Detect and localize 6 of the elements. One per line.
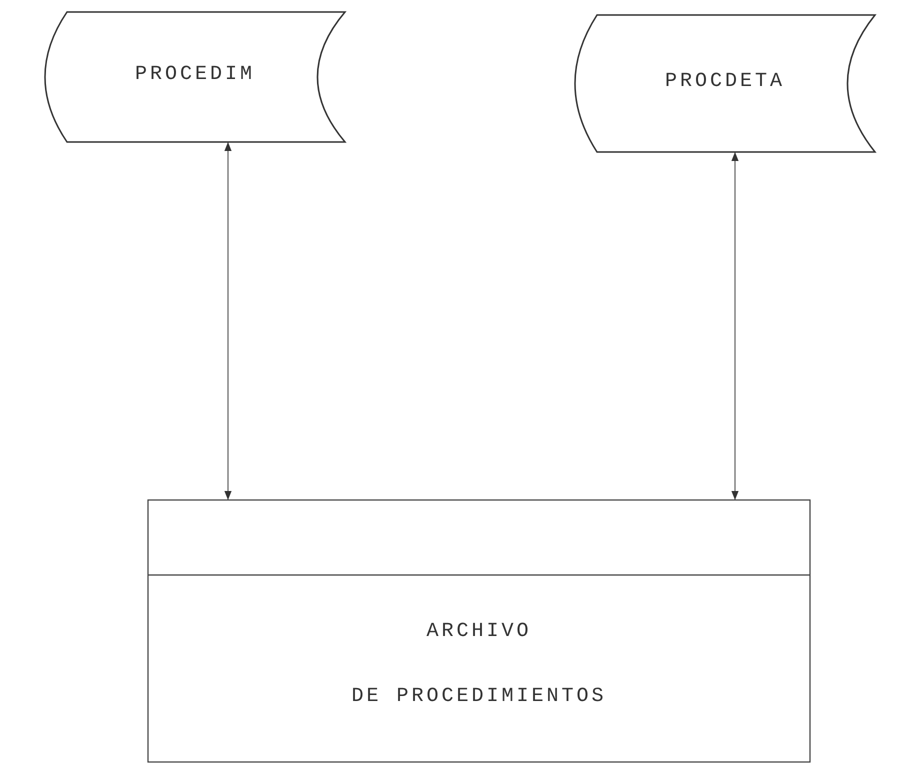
data-store-label: PROCDETA: [664, 70, 786, 92]
box-label: ARCHIVO: [425, 620, 532, 643]
arrow: [224, 142, 232, 500]
arrow: [731, 152, 739, 500]
data-store-label: PROCEDIM: [134, 63, 256, 86]
box-label: DE PROCEDIMIENTOS: [350, 685, 608, 708]
